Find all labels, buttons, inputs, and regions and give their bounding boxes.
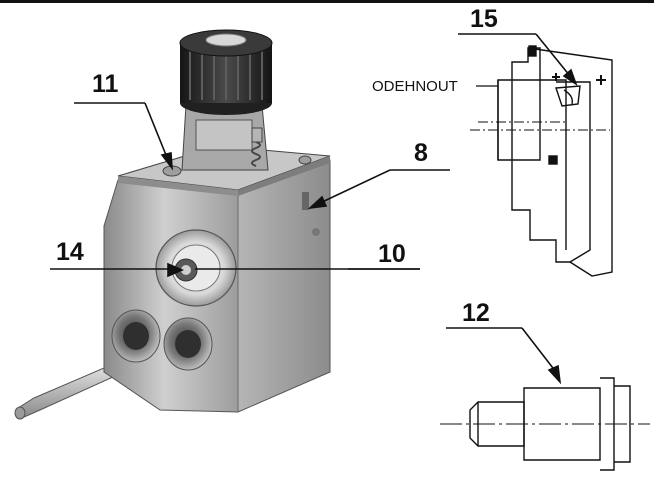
- plus-marks: [552, 73, 606, 85]
- gas-valve-illustration: [14, 29, 331, 420]
- spring-cap: [251, 127, 263, 143]
- callout-8: 8: [414, 139, 428, 167]
- tube-tip: [14, 406, 26, 420]
- callout-15-leader: [458, 33, 578, 87]
- top-rule: [0, 0, 654, 3]
- callout-12-leader: [446, 327, 562, 385]
- callout-15: 15: [470, 5, 498, 33]
- callout-12: 12: [462, 299, 490, 327]
- knob-indicator: [205, 33, 247, 47]
- bonnet-collar: [195, 119, 253, 151]
- side-screw: [312, 228, 320, 236]
- valve-body-side: [231, 159, 331, 413]
- callout-10: 10: [378, 240, 406, 268]
- port-right-bore: [175, 330, 201, 358]
- screw-plate: [298, 155, 312, 165]
- top-plate-edge-side: [238, 156, 330, 196]
- callout-11: 11: [92, 70, 119, 98]
- callout-14: 14: [56, 238, 84, 266]
- detail-12-part: [469, 377, 631, 471]
- top-plate-edge: [118, 176, 238, 196]
- center-lines-15: [470, 121, 610, 131]
- callout-lines: [50, 102, 450, 278]
- port-left-bore: [123, 322, 149, 350]
- spring: [251, 141, 261, 167]
- pilot-jet: [181, 265, 191, 275]
- side-slot: [302, 192, 309, 210]
- annotation-odehnout: ODEHNOUT: [372, 78, 458, 95]
